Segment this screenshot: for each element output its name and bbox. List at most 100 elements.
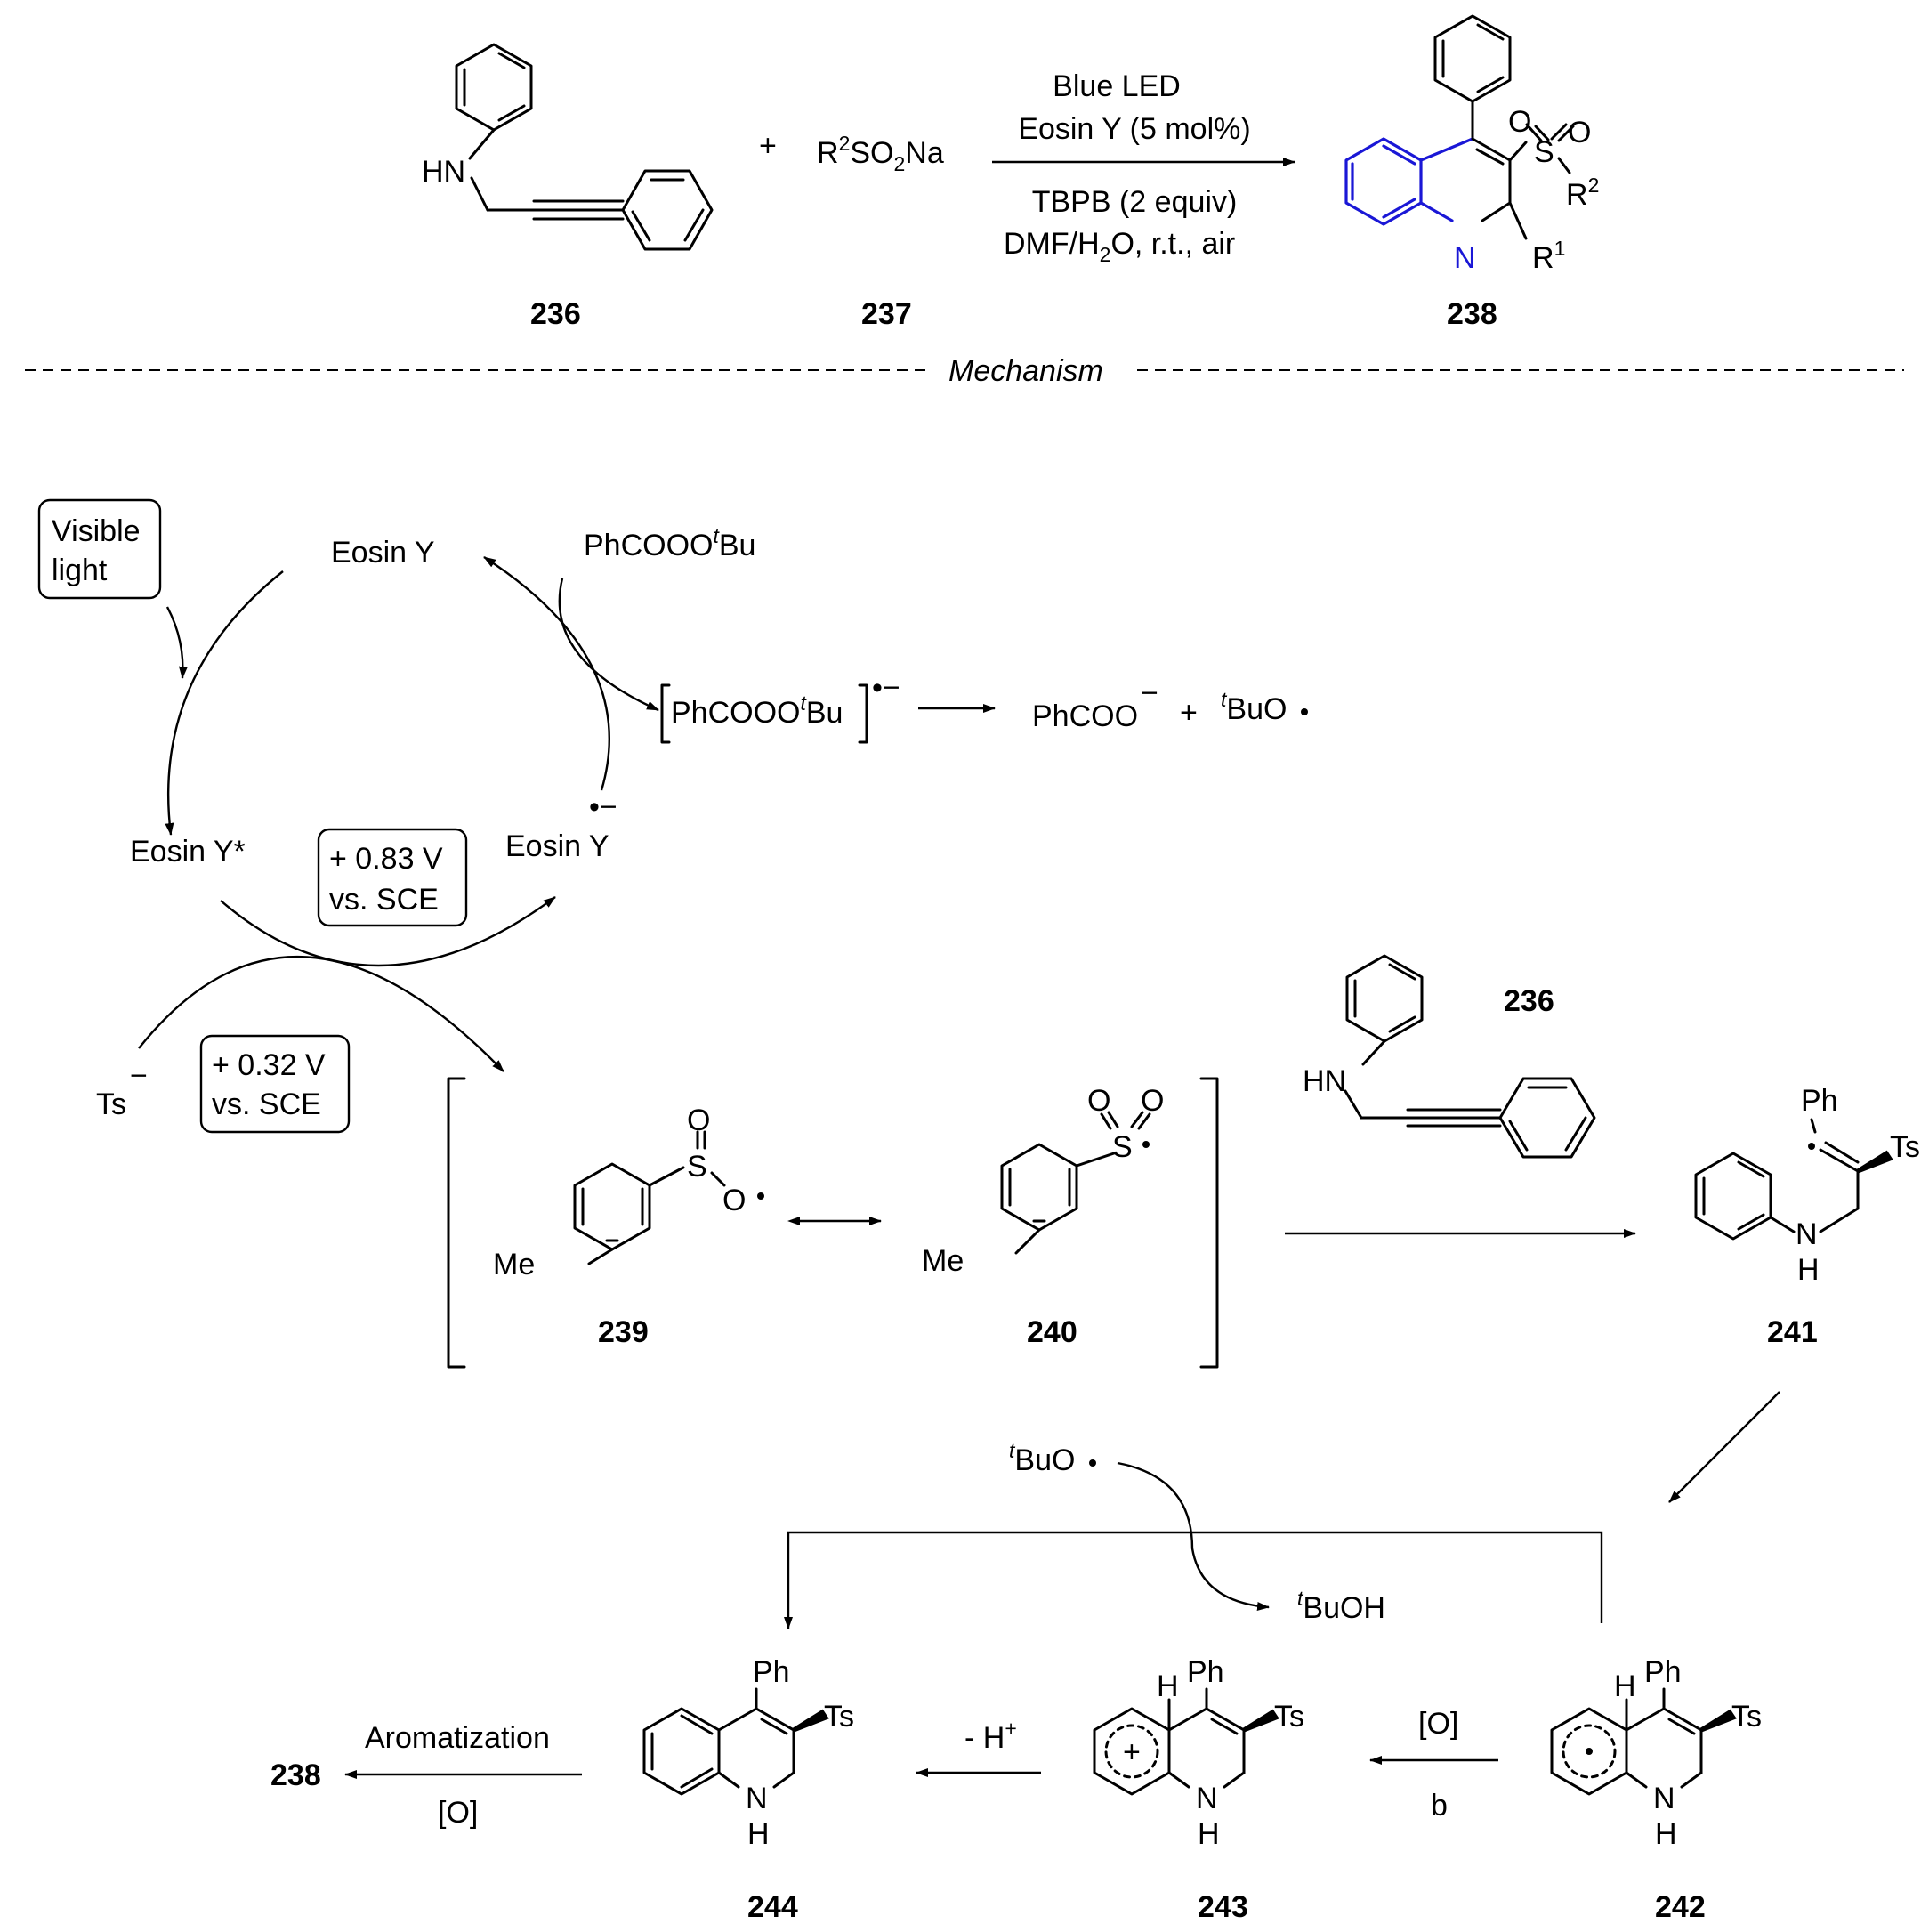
bracket-left <box>447 1077 466 1369</box>
eosin-y-star-label: Eosin Y* <box>130 835 246 869</box>
me-label: Me <box>493 1248 535 1281</box>
s-label: S <box>1112 1130 1133 1164</box>
radical-dot <box>1808 1143 1815 1150</box>
compound-244-label: 244 <box>747 1890 798 1924</box>
radical-dot <box>1301 708 1308 715</box>
n-label: N <box>746 1782 768 1815</box>
compound-238-structure <box>1344 14 1575 240</box>
n-label: N <box>1653 1782 1675 1815</box>
s-label: S <box>1534 135 1554 169</box>
radical-dot <box>1586 1748 1593 1755</box>
r2-label: R2 <box>1566 174 1599 212</box>
tbpb-label: PhCOOOtBu <box>584 524 755 562</box>
bracket-right <box>1199 1077 1219 1369</box>
tbpb-radical-anion: PhCOOOtBu <box>671 691 843 730</box>
direct-path-line <box>784 1531 1603 1629</box>
cyclization-arrow <box>1668 1391 1780 1503</box>
compound-240-label: 240 <box>1027 1315 1077 1349</box>
potential-box-1 <box>317 828 468 927</box>
visible-light-line2: light <box>52 554 108 587</box>
o-label: O <box>1568 116 1591 150</box>
potential-box-2 <box>199 1034 351 1134</box>
reagent-237-formula: R2SO2Na <box>817 132 944 175</box>
o-label: O <box>722 1184 746 1217</box>
potential-2-line1: + 0.32 V <box>212 1048 326 1082</box>
ph-label: Ph <box>1187 1655 1224 1689</box>
compound-243-structure <box>1093 1687 1279 1796</box>
o-label: O <box>1087 1084 1110 1118</box>
compound-242-label: 242 <box>1655 1890 1706 1924</box>
compound-236-structure <box>455 43 714 251</box>
visible-light-line1: Visible <box>52 514 141 548</box>
compound-241-label: 241 <box>1767 1315 1818 1349</box>
ph-label: Ph <box>1644 1655 1682 1689</box>
mechanism-label: Mechanism <box>948 354 1103 388</box>
visible-light-box <box>37 498 162 600</box>
tbuoh-label: tBuOH <box>1297 1587 1385 1625</box>
ts-oxidation-arrow <box>138 956 504 1072</box>
h-label: H <box>1198 1817 1220 1851</box>
ts-label: Ts <box>1731 1700 1762 1734</box>
aromatization-label: Aromatization <box>365 1721 550 1755</box>
eosin-y-radical-label: Eosin Y <box>505 829 609 863</box>
compound-242-structure <box>1550 1687 1737 1796</box>
plus-sign: + <box>759 129 777 163</box>
compound-237-label: 237 <box>861 297 912 331</box>
condition-oxidant: TBPB (2 equiv) <box>1032 185 1238 219</box>
h-label: H <box>747 1817 770 1851</box>
b-label: b <box>1431 1789 1448 1823</box>
plus-sign: + <box>1180 696 1198 730</box>
ts-anion-label: Ts <box>96 1087 126 1121</box>
hn-label: HN <box>1303 1064 1346 1098</box>
o-label: O <box>1508 105 1531 139</box>
phcoo-label: PhCOO <box>1032 699 1138 733</box>
potential-1-line2: vs. SCE <box>329 883 439 917</box>
radical-dot <box>1089 1459 1096 1467</box>
condition-catalyst: Eosin Y (5 mol%) <box>1018 112 1250 146</box>
radical-anion-sign: •− <box>872 671 900 705</box>
product-238-label: 238 <box>270 1758 321 1792</box>
compound-240-structure <box>1000 1111 1151 1255</box>
compound-243-label: 243 <box>1198 1890 1248 1924</box>
h-abstraction-arrow <box>1117 1461 1270 1611</box>
ox-label: [O] <box>1418 1707 1458 1741</box>
potential-2-line2: vs. SCE <box>212 1087 321 1121</box>
compound-236-label: 236 <box>1504 984 1554 1018</box>
minus-h-label: - H+ <box>964 1717 1017 1755</box>
hn-label: HN <box>422 155 465 189</box>
eosin-y-label: Eosin Y <box>331 536 435 570</box>
potential-1-line1: + 0.83 V <box>329 842 443 876</box>
radical-dot <box>757 1192 764 1200</box>
ts-label: Ts <box>1890 1130 1920 1164</box>
n-label: N <box>1196 1782 1218 1815</box>
n-label: N <box>1796 1217 1818 1251</box>
regeneration-arrow <box>483 555 610 791</box>
compound-244-structure <box>642 1687 829 1796</box>
quench-arrow <box>220 896 556 967</box>
o-label: O <box>687 1103 710 1137</box>
r1-label: R1 <box>1532 237 1565 275</box>
ts-anion-charge: − <box>130 1059 148 1093</box>
radical-dot <box>1142 1141 1150 1148</box>
ts-label: Ts <box>824 1700 854 1734</box>
ts-label: Ts <box>1274 1700 1304 1734</box>
cation-plus: + <box>1123 1735 1141 1769</box>
tbuo-radical: tBuO <box>1221 688 1287 726</box>
bracket-left <box>660 683 671 744</box>
ph-label: Ph <box>753 1655 790 1689</box>
me-label: Me <box>922 1244 964 1278</box>
h-label: H <box>1797 1253 1820 1287</box>
s-label: S <box>687 1150 707 1184</box>
tbpb-arrow <box>558 578 659 712</box>
n-label: N <box>1454 241 1476 275</box>
excitation-arrow <box>165 570 284 836</box>
light-arrow <box>165 606 188 679</box>
compound-239-structure <box>573 1130 726 1265</box>
h-label: H <box>1655 1817 1677 1851</box>
ox-label: [O] <box>438 1796 478 1830</box>
condition-solvent: DMF/H2O, r.t., air <box>1004 227 1235 266</box>
compound-241-structure <box>1694 1118 1893 1241</box>
h-label: H <box>1157 1669 1179 1703</box>
phcoo-charge: − <box>1141 676 1158 710</box>
